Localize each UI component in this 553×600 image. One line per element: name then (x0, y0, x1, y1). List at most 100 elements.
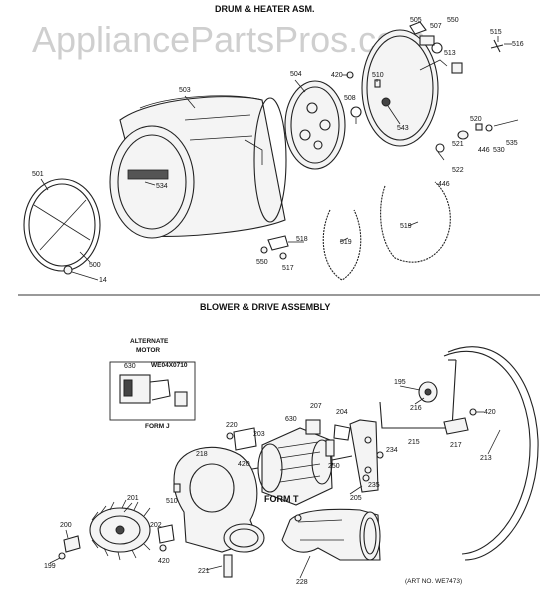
label-205: 205 (350, 495, 362, 502)
label-250: 250 (328, 463, 340, 470)
label-520: 520 (470, 116, 482, 123)
label-501: 501 (32, 171, 44, 178)
label-420b: 420 (238, 461, 250, 468)
heater-clip-518 (267, 235, 289, 251)
inset-part-code: WE04X0710 (151, 362, 188, 369)
heater-coil-right (380, 181, 451, 263)
label-228: 228 (296, 579, 308, 586)
clip-510-bottom (173, 483, 181, 493)
label-221: 221 (198, 568, 210, 575)
label-550a: 550 (447, 17, 459, 24)
label-204: 204 (336, 409, 348, 416)
screw-420-bottom (159, 544, 167, 552)
label-507: 507 (430, 23, 442, 30)
label-446a: 446 (478, 147, 490, 154)
screw-234 (376, 451, 384, 459)
bracket-505 (409, 21, 427, 35)
front-drum-seal-ring (23, 178, 101, 272)
inset-form-label: FORM J (145, 423, 170, 430)
label-200: 200 (60, 522, 72, 529)
label-505: 505 (410, 17, 422, 24)
label-220: 220 (226, 422, 238, 429)
clip-204 (333, 424, 351, 441)
art-number: (ART NO. WE7473) (405, 578, 462, 585)
label-518: 518 (296, 236, 308, 243)
drive-belt (443, 346, 539, 561)
blower-drive-title: BLOWER & DRIVE ASSEMBLY (200, 302, 330, 312)
clip-510-top (374, 79, 381, 88)
drum (109, 95, 287, 239)
label-234: 234 (386, 447, 398, 454)
label-218: 218 (196, 451, 208, 458)
lead-446-522 (435, 143, 445, 161)
leader-lines (40, 36, 512, 579)
label-420: 420 (331, 72, 343, 79)
label-508: 508 (344, 95, 356, 102)
label-202: 202 (150, 522, 162, 529)
label-203: 203 (253, 431, 265, 438)
label-550b: 550 (256, 259, 268, 266)
form-t-label: FORM T (264, 494, 299, 504)
screw-510-duct (294, 514, 302, 522)
idler-arm-215 (379, 359, 457, 429)
label-517: 517 (282, 265, 294, 272)
label-521: 521 (452, 141, 464, 148)
label-515: 515 (490, 29, 502, 36)
blower-wheel (89, 499, 151, 561)
pad-221 (223, 554, 233, 578)
label-207: 207 (310, 403, 322, 410)
label-235: 235 (368, 482, 380, 489)
label-510: 510 (166, 498, 178, 505)
label-215: 215 (408, 439, 420, 446)
screw-235 (362, 474, 370, 482)
label-519a: 519 (340, 239, 352, 246)
label-213: 213 (480, 455, 492, 462)
drum-glide-bolt (63, 265, 73, 275)
thermistor-516 (490, 39, 504, 53)
inset-title-line1: ALTERNATE (130, 338, 169, 345)
label-201: 201 (127, 495, 139, 502)
label-534: 534 (156, 183, 168, 190)
drive-motor (245, 427, 353, 506)
label-420a: 420 (484, 409, 496, 416)
screw-220 (226, 432, 234, 440)
thermostat-515 (451, 62, 463, 74)
label-217: 217 (450, 442, 462, 449)
label-510: 510 (372, 72, 384, 79)
label-543: 543 (397, 125, 409, 132)
label-535: 535 (506, 140, 518, 147)
alternate-motor-inset (109, 361, 196, 421)
rear-drum-seal (284, 80, 346, 170)
screw-420-belt (469, 408, 477, 416)
bearing-bolt-508 (350, 106, 362, 124)
exhaust-duct (281, 508, 381, 561)
label-530: 530 (493, 147, 505, 154)
label-630: 630 (285, 416, 297, 423)
label-216: 216 (410, 405, 422, 412)
spring-513 (431, 42, 443, 54)
label-503: 503 (179, 87, 191, 94)
inset-motor-number: 630 (124, 363, 136, 370)
label-195: 195 (394, 379, 406, 386)
heater-coil-left (322, 209, 362, 281)
blower-housing (173, 446, 265, 553)
clip-202 (157, 524, 175, 544)
idler-pulley (418, 381, 438, 403)
terminal-520-521 (457, 119, 519, 140)
bracket-217 (443, 417, 469, 435)
label-14: 14 (99, 277, 107, 284)
inset-title-line2: MOTOR (136, 347, 160, 354)
screw-550-lower (260, 246, 268, 254)
label-199: 199 (44, 563, 56, 570)
screw-517 (279, 252, 287, 260)
label-516: 516 (512, 41, 524, 48)
label-500: 500 (89, 262, 101, 269)
rear-bulkhead-heater (361, 29, 448, 147)
label-522: 522 (452, 167, 464, 174)
watermark-text: AppliancePartsPros.com (32, 19, 426, 60)
drum-heater-title: DRUM & HEATER ASM. (215, 4, 315, 14)
screw-199 (58, 552, 66, 560)
motor-switch-207 (305, 419, 321, 435)
